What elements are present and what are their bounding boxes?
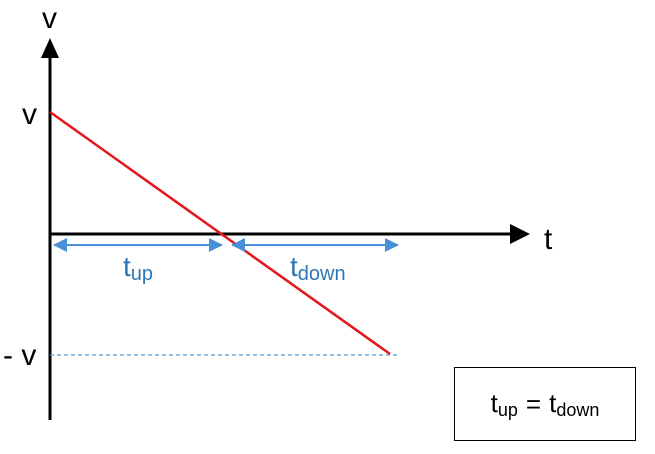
t-up-label: tup	[123, 251, 153, 285]
y-tick-top-label: v	[22, 98, 37, 131]
y-axis-arrowhead	[41, 38, 59, 58]
t-down-label-base: t	[290, 251, 298, 282]
y-axis-label: v	[42, 2, 57, 35]
equation-left: tup	[491, 388, 518, 421]
equation-box: tup = tdown	[454, 367, 636, 441]
t-down-label-sub: down	[298, 263, 346, 285]
velocity-line	[49, 110, 391, 356]
equation-right: tdown	[549, 388, 599, 421]
equation-right-sub: down	[556, 399, 600, 420]
t-up-label-base: t	[123, 251, 131, 282]
equation-right-base: t	[549, 387, 557, 418]
t-up-label-sub: up	[131, 263, 153, 285]
equation-sign: =	[525, 388, 542, 419]
x-axis-arrowhead	[510, 224, 530, 244]
t-down-label: tdown	[290, 251, 346, 285]
equation-left-base: t	[490, 387, 498, 418]
x-axis-label: t	[544, 223, 553, 256]
equation-left-sub: up	[497, 399, 518, 420]
y-tick-bottom-label: - v	[3, 339, 36, 372]
